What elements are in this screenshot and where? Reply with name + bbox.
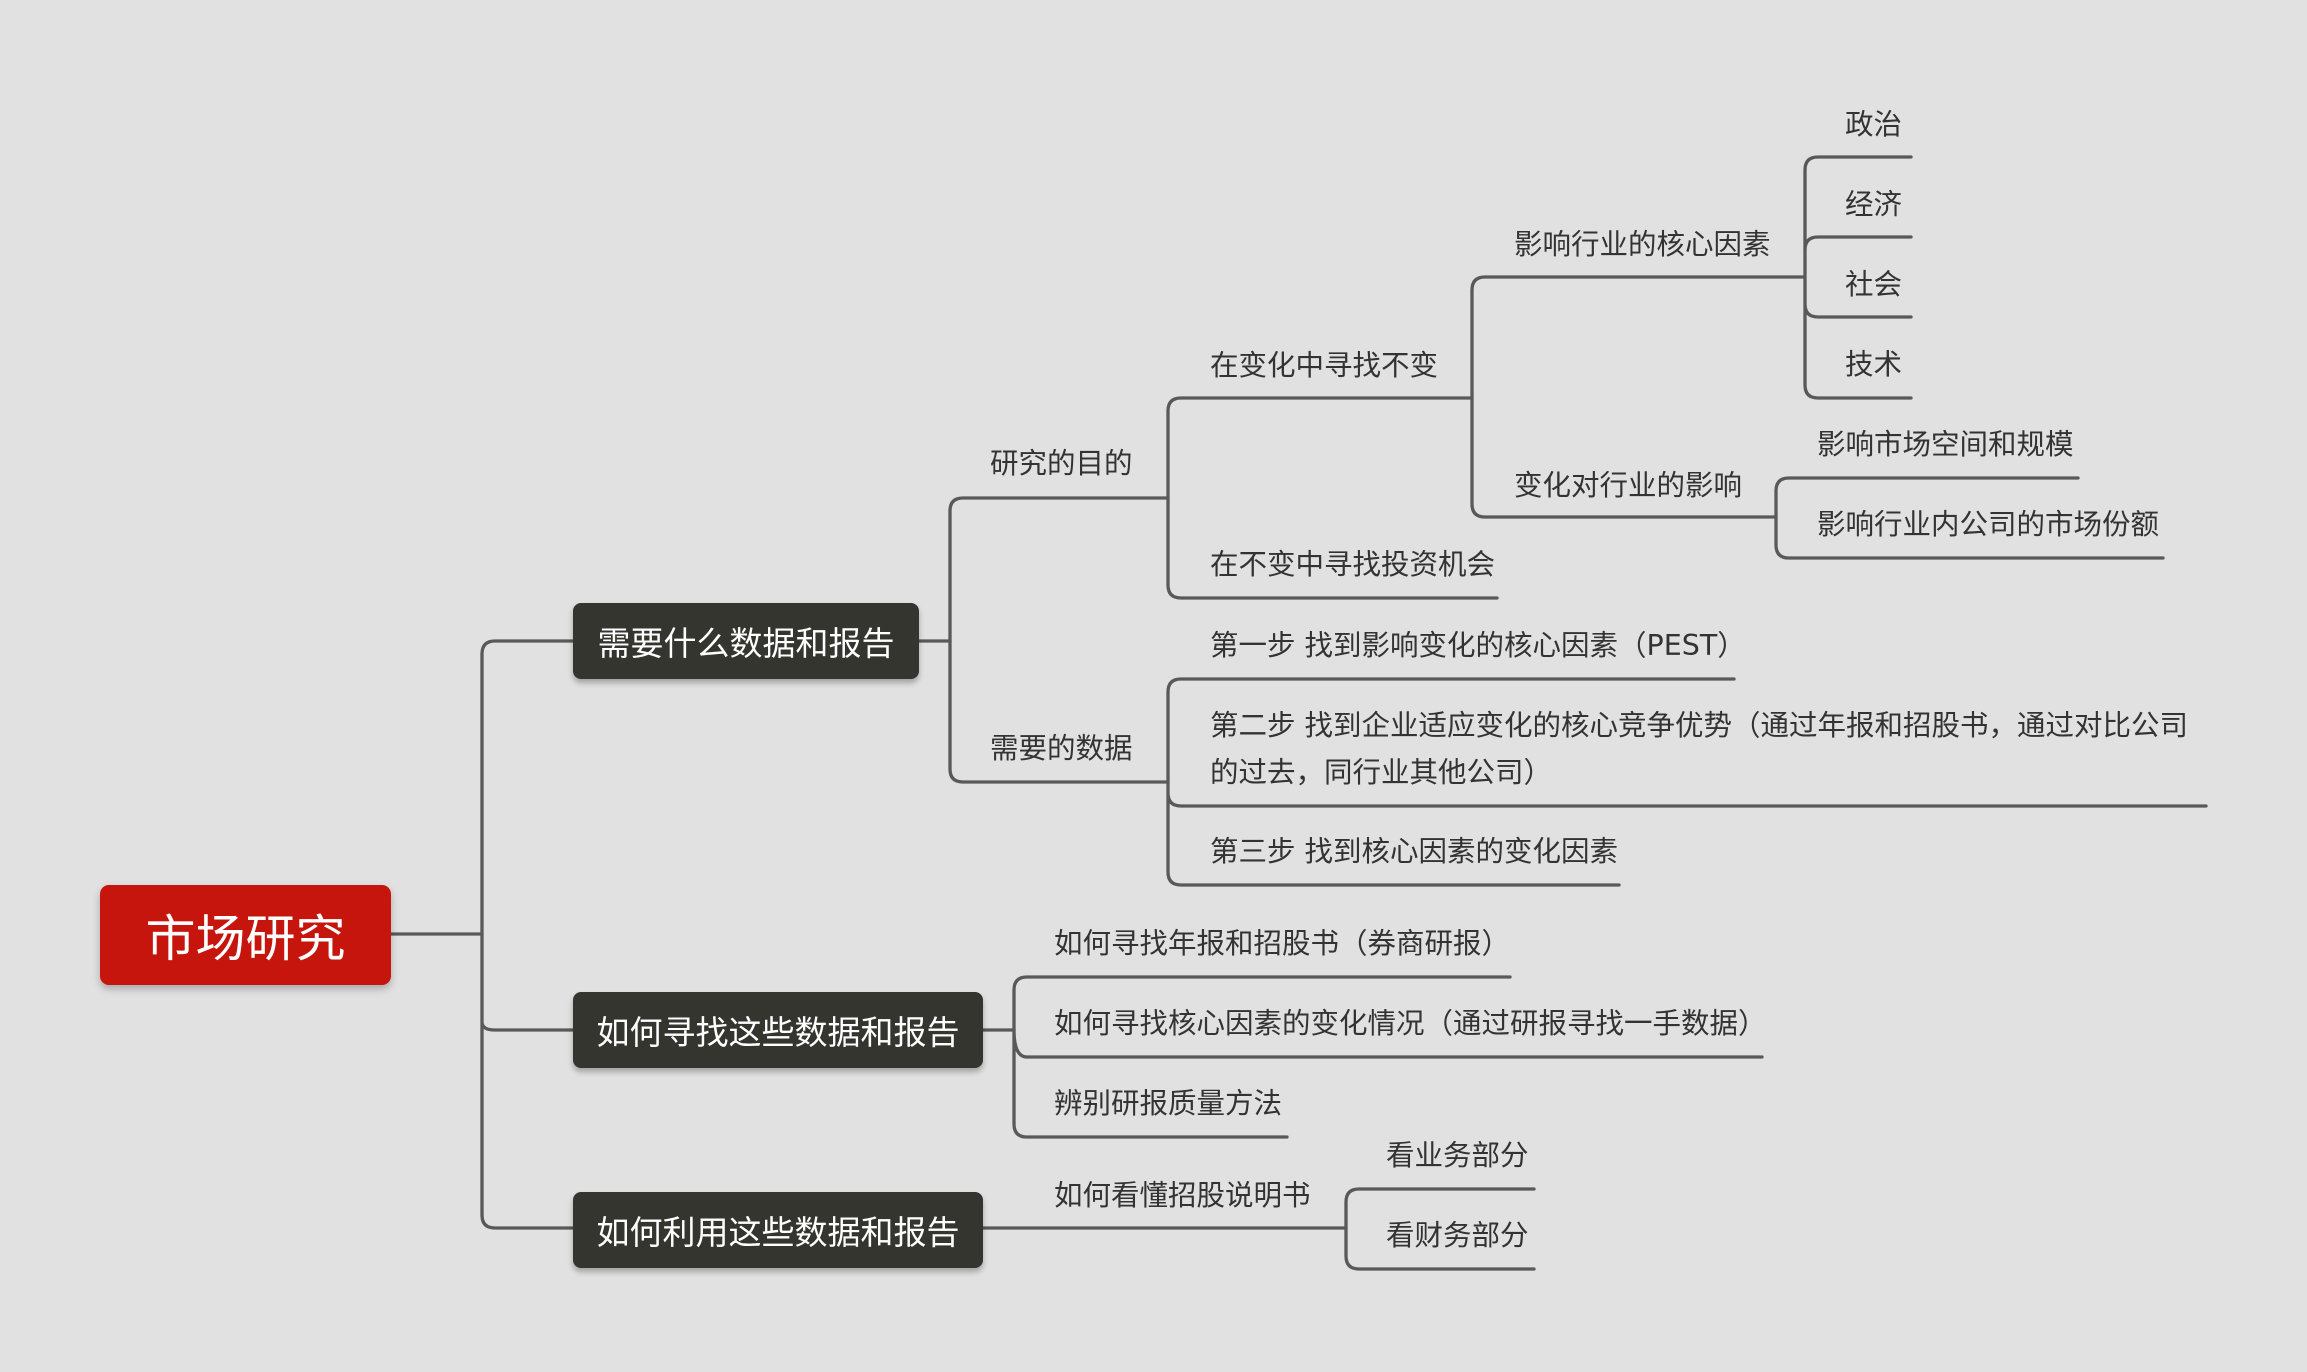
judge-report-quality[interactable]: 辨别研报质量方法 xyxy=(1054,1087,1283,1120)
find-annual-reports[interactable]: 如何寻找年报和招股书（券商研报） xyxy=(1054,927,1511,960)
connector xyxy=(1774,476,2165,560)
subtopic-change-impact[interactable]: 变化对行业的影响 xyxy=(1514,469,1743,502)
subtopic-read-prospectus[interactable]: 如何看懂招股说明书 xyxy=(1054,1179,1311,1212)
read-business-section[interactable]: 看业务部分 xyxy=(1386,1139,1529,1172)
connector xyxy=(1166,396,1499,600)
subtopic-find-opportunity[interactable]: 在不变中寻找投资机会 xyxy=(1210,548,1496,581)
connector xyxy=(1803,155,1913,400)
subtopic-find-constant-in-change[interactable]: 在变化中寻找不变 xyxy=(1210,349,1439,382)
main-topic-data-needed[interactable]: 需要什么数据和报告 xyxy=(573,603,919,679)
subtopic-research-purpose[interactable]: 研究的目的 xyxy=(990,447,1133,480)
subtopic-core-industry-factors[interactable]: 影响行业的核心因素 xyxy=(1514,228,1771,261)
factor-politics[interactable]: 政治 xyxy=(1845,108,1903,141)
step-three[interactable]: 第三步 找到核心因素的变化因素 xyxy=(1210,835,1619,868)
root-topic[interactable]: 市场研究 xyxy=(100,885,391,985)
step-two[interactable]: 第二步 找到企业适应变化的核心竞争优势（通过年报和招股书，通过对比公司的过去，同… xyxy=(1210,709,2189,789)
impact-market-size[interactable]: 影响市场空间和规模 xyxy=(1817,428,2074,461)
factor-economy[interactable]: 经济 xyxy=(1845,188,1903,221)
connector xyxy=(480,639,575,1230)
find-core-factor-changes[interactable]: 如何寻找核心因素的变化情况（通过研报寻找一手数据） xyxy=(1054,1007,1767,1040)
read-financial-section[interactable]: 看财务部分 xyxy=(1386,1219,1529,1252)
impact-market-share[interactable]: 影响行业内公司的市场份额 xyxy=(1817,508,2160,541)
main-topic-use-data[interactable]: 如何利用这些数据和报告 xyxy=(573,1192,983,1268)
connector xyxy=(1166,677,2208,887)
connector xyxy=(948,496,1170,784)
connector xyxy=(1012,975,1764,1139)
factor-technology[interactable]: 技术 xyxy=(1845,348,1903,381)
step-one[interactable]: 第一步 找到影响变化的核心因素（PEST） xyxy=(1210,629,1746,662)
factor-society[interactable]: 社会 xyxy=(1845,268,1903,301)
connector xyxy=(1470,275,1807,519)
subtopic-data-required[interactable]: 需要的数据 xyxy=(990,732,1133,765)
connector xyxy=(1344,1187,1536,1271)
main-topic-find-data[interactable]: 如何寻找这些数据和报告 xyxy=(573,992,983,1068)
